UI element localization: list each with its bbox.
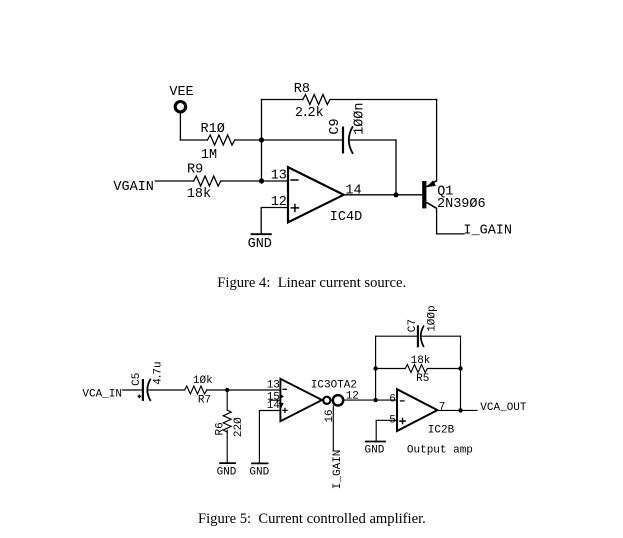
- svg-text:2N39Ø6: 2N39Ø6: [437, 197, 486, 212]
- svg-text:I_GAIN: I_GAIN: [463, 223, 512, 238]
- svg-text:R7: R7: [198, 395, 211, 407]
- svg-text:13: 13: [271, 169, 287, 184]
- svg-text:GND: GND: [249, 467, 269, 479]
- svg-text:7: 7: [439, 401, 446, 413]
- svg-text:16: 16: [324, 409, 336, 422]
- svg-text:6: 6: [389, 393, 396, 405]
- svg-text:4.7u: 4.7u: [152, 361, 164, 384]
- svg-text:2.2k: 2.2k: [295, 106, 324, 121]
- svg-text:IC2B: IC2B: [428, 425, 455, 437]
- svg-text:C9: C9: [328, 118, 343, 134]
- svg-text:1Øk: 1Øk: [193, 375, 213, 387]
- svg-text:18k: 18k: [411, 355, 431, 367]
- svg-text:13: 13: [267, 379, 280, 391]
- svg-text:C5: C5: [131, 373, 143, 386]
- svg-text:14: 14: [267, 400, 281, 412]
- svg-text:12: 12: [271, 195, 287, 210]
- svg-text:GND: GND: [217, 467, 237, 479]
- svg-text:5: 5: [389, 415, 396, 427]
- svg-text:1ØØp: 1ØØp: [427, 305, 439, 331]
- svg-text:IC3OTA2: IC3OTA2: [311, 380, 357, 392]
- svg-text:R9: R9: [187, 162, 203, 177]
- svg-text:R1Ø: R1Ø: [201, 122, 225, 137]
- svg-text:R5: R5: [416, 373, 429, 385]
- svg-text:C7: C7: [407, 319, 419, 332]
- svg-text:VGAIN: VGAIN: [113, 180, 154, 195]
- svg-text:1M: 1M: [201, 148, 217, 163]
- svg-text:I_GAIN: I_GAIN: [332, 450, 344, 490]
- svg-text:GND: GND: [248, 237, 272, 252]
- svg-text:22Ø: 22Ø: [233, 417, 245, 437]
- svg-text:VCA_IN: VCA_IN: [82, 389, 122, 401]
- svg-text:Figure 5: Current controlled: Figure 5: Current controlled amplifier.: [198, 511, 426, 527]
- svg-text:Output amp: Output amp: [407, 445, 473, 457]
- svg-text:Figure 4: Linear current sour: Figure 4: Linear current source.: [217, 275, 406, 291]
- svg-text:GND: GND: [365, 445, 385, 457]
- svg-text:14: 14: [345, 183, 361, 198]
- svg-text:IC4D: IC4D: [330, 210, 362, 225]
- svg-text:15: 15: [267, 392, 280, 404]
- svg-text:VCA_OUT: VCA_OUT: [480, 402, 527, 414]
- svg-text:Q1: Q1: [437, 184, 453, 199]
- svg-text:R8: R8: [294, 82, 310, 97]
- svg-text:18k: 18k: [187, 187, 211, 202]
- svg-text:12: 12: [346, 390, 359, 402]
- svg-text:1ØØn: 1ØØn: [353, 102, 368, 134]
- svg-text:VEE: VEE: [169, 85, 193, 100]
- svg-text:R6: R6: [215, 422, 227, 435]
